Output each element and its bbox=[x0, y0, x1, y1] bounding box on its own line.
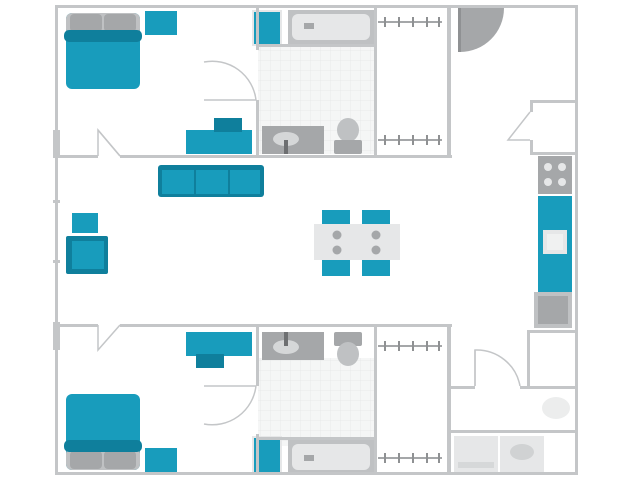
closet-bottom bbox=[378, 341, 442, 463]
dining-set bbox=[314, 210, 400, 276]
sink-bottom bbox=[262, 332, 324, 360]
living-room bbox=[66, 165, 400, 276]
kitchen bbox=[534, 156, 572, 328]
sofa bbox=[158, 165, 264, 197]
nightstand-bottom bbox=[145, 448, 177, 472]
refrigerator bbox=[534, 292, 572, 328]
water-heater bbox=[542, 397, 570, 419]
bedroom-bottom bbox=[64, 332, 442, 474]
armchair bbox=[66, 236, 108, 274]
bathtub-bottom bbox=[288, 440, 374, 474]
closet-top bbox=[378, 17, 442, 145]
closet-door bbox=[506, 111, 531, 141]
doors bbox=[97, 8, 531, 426]
bedroom-top bbox=[64, 10, 442, 154]
kitchen-counter bbox=[538, 196, 572, 292]
bed-top bbox=[64, 13, 142, 89]
desk-top bbox=[186, 130, 252, 154]
toilet-top bbox=[334, 118, 362, 154]
desk-bottom bbox=[186, 332, 252, 356]
toilet-bottom bbox=[334, 332, 362, 366]
bathroom-bottom-door bbox=[203, 385, 257, 426]
desk-chair-top bbox=[214, 118, 242, 132]
walls bbox=[53, 5, 578, 475]
stove bbox=[538, 156, 572, 194]
bed-bottom bbox=[64, 394, 142, 470]
bedroom-bottom-door bbox=[97, 324, 121, 352]
sink-top bbox=[262, 126, 324, 154]
laundry bbox=[454, 397, 570, 472]
bathroom-top-door bbox=[203, 60, 257, 101]
entry-door bbox=[460, 8, 504, 52]
laundry-door bbox=[474, 349, 521, 387]
washer bbox=[454, 436, 498, 472]
nightstand-top bbox=[145, 11, 177, 35]
bathroom-bottom-tile-floor bbox=[258, 358, 374, 446]
side-table bbox=[72, 213, 98, 233]
desk-chair-bottom bbox=[196, 354, 224, 368]
bathtub-top bbox=[288, 10, 374, 44]
dryer bbox=[500, 436, 544, 472]
